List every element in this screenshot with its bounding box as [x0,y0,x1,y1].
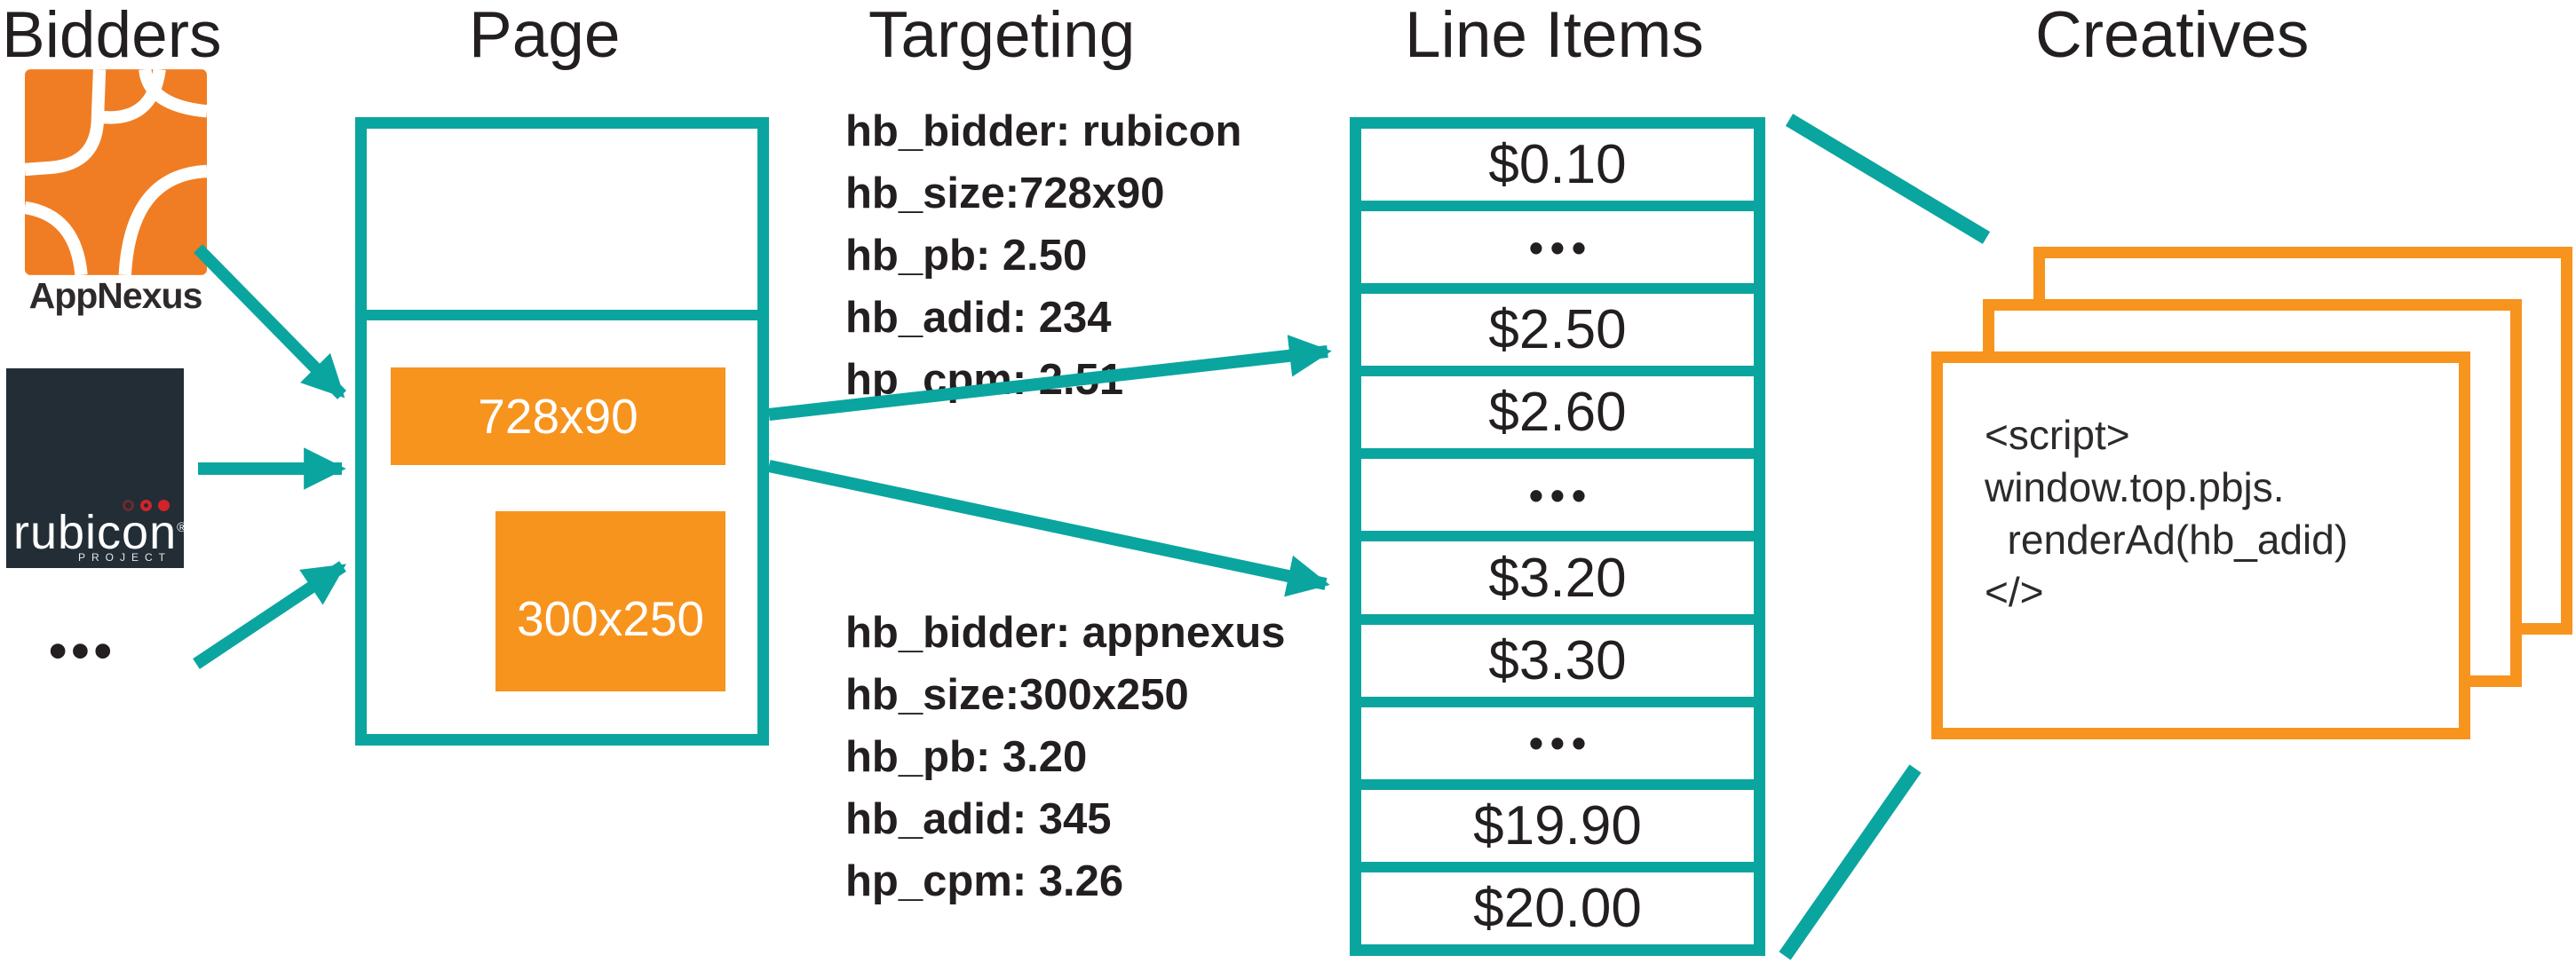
code-line: <script> [1985,412,2130,458]
targeting-line: hp_cpm: 2.51 [845,356,1124,404]
targeting-line: hb_adid: 234 [845,294,1112,342]
connector-line-items-bottom-to-creatives [1779,764,1922,960]
ad-slot-728x90: 728x90 [391,367,725,465]
page-header-divider [367,310,757,320]
connector-line-items-top-to-creatives [1785,114,1991,244]
creative-code-block: <script> window.top.pbjs. renderAd(hb_adi… [1985,409,2348,619]
li-row: ••• [1361,201,1754,283]
li-row: ••• [1361,448,1754,531]
targeting-line: hb_bidder: appnexus [845,609,1286,657]
targeting-line: hb_pb: 3.20 [845,733,1088,781]
arrow-300-to-line-item-320 [767,460,1330,597]
li-row: ••• [1361,696,1754,779]
li-row: $20.00 [1361,861,1754,944]
code-line: window.top.pbjs. [1985,464,2285,510]
targeting-block-appnexus: hb_bidder: appnexus hb_size:300x250 hb_pb:… [845,602,1286,912]
rubicon-reg-mark: ® [177,520,184,535]
arrow-more-to-page [193,561,346,669]
li-row: $2.50 [1361,283,1754,366]
li-row: $2.60 [1361,366,1754,448]
title-bidders: Bidders [2,0,222,71]
title-line-items: Line Items [1405,0,1704,71]
ad-slot-300x250: 300x250 [495,511,725,691]
li-row: $3.30 [1361,613,1754,697]
appnexus-label: AppNexus [28,275,203,316]
ad-slot-728x90-label: 728x90 [478,389,638,444]
creative-card-front: <script> window.top.pbjs. renderAd(hb_adi… [1931,351,2470,739]
title-targeting: Targeting [868,0,1136,71]
ad-slot-300x250-label: 300x250 [516,591,705,646]
li-row: $0.10 [1488,134,1627,196]
title-page: Page [469,0,621,71]
rubicon-logo: rubicon® PROJECT [6,368,184,568]
targeting-line: hb_adid: 345 [845,795,1112,843]
rubicon-wordmark: rubicon® [13,509,184,556]
code-line: </> [1985,569,2044,615]
page-box: 728x90 300x250 [355,117,769,746]
targeting-line: hb_size:728x90 [845,170,1165,217]
rubicon-project-label: PROJECT [77,551,171,564]
targeting-line: hb_pb: 2.50 [845,232,1088,280]
targeting-line: hp_cpm: 3.26 [845,857,1124,905]
li-row: $19.90 [1361,778,1754,862]
li-row: $3.20 [1361,531,1754,613]
title-creatives: Creatives [2035,0,2310,71]
line-items-table: $0.10•••$2.50$2.60•••$3.20$3.30•••$19.90… [1350,117,1765,956]
code-line: renderAd(hb_adid) [1985,517,2349,563]
targeting-line: hb_size:300x250 [845,671,1189,719]
targeting-block-rubicon: hb_bidder: rubicon hb_size:728x90 hb_pb: 2… [845,100,1263,411]
rubicon-dots-icon [123,500,170,511]
appnexus-logo-icon [23,67,208,276]
arrow-appnexus-to-page [194,244,346,399]
targeting-line: hb_bidder: rubicon [845,107,1242,155]
more-bidders-ellipsis: ••• [49,622,116,680]
